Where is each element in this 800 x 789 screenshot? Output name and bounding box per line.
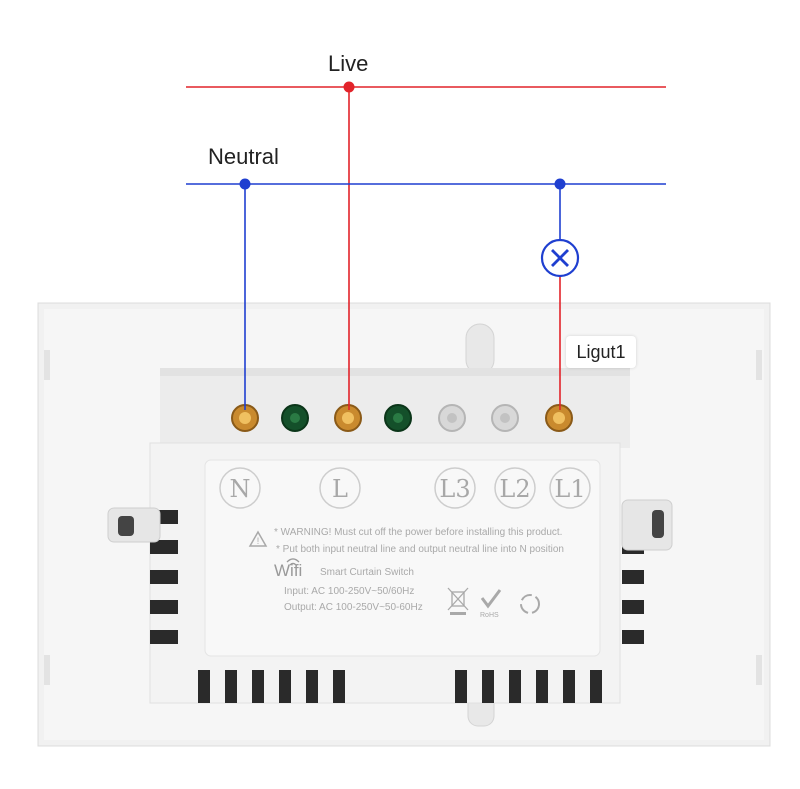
rohs-check-icon: RoHS bbox=[480, 589, 502, 619]
terminal-label-l: L bbox=[332, 475, 348, 503]
cooling-fins-left bbox=[150, 510, 178, 644]
wifi-icon bbox=[286, 558, 300, 566]
input-spec: Input: AC 100-250V~50/60Hz bbox=[284, 586, 414, 597]
warning-text: * WARNING! Must cut off the power before… bbox=[274, 527, 562, 538]
terminal-markings: N L L3 L2 L1 bbox=[219, 467, 591, 509]
mounting-slot-top bbox=[465, 323, 495, 375]
weee-bin-icon bbox=[447, 587, 469, 615]
terminal-label-l3: L3 bbox=[439, 475, 470, 503]
terminal-label-l1: L1 bbox=[554, 475, 585, 503]
screw-green-1 bbox=[281, 404, 309, 432]
terminal-label-l2: L2 bbox=[499, 475, 530, 503]
screw-empty-1 bbox=[438, 404, 466, 432]
neutral-label: Neutral bbox=[208, 144, 279, 169]
terminal-label-n: N bbox=[230, 475, 251, 503]
terminal-screws bbox=[231, 404, 573, 432]
product-label bbox=[204, 459, 601, 657]
screw-empty-2 bbox=[491, 404, 519, 432]
instruction-text: * Put both input neutral line and output… bbox=[276, 544, 564, 555]
live-label: Live bbox=[328, 51, 369, 76]
live-wire bbox=[186, 81, 666, 410]
bottom-vents bbox=[198, 670, 602, 703]
svg-text:!: ! bbox=[257, 536, 260, 546]
lamp-x-icon bbox=[540, 238, 580, 278]
neutral-junction-load bbox=[554, 178, 566, 190]
brand-text: Wifi bbox=[274, 561, 302, 580]
product-name: Smart Curtain Switch bbox=[320, 567, 414, 578]
screw-green-2 bbox=[384, 404, 412, 432]
clip-right bbox=[621, 499, 673, 551]
load-label: Ligut1 bbox=[566, 336, 636, 368]
live-junction bbox=[343, 81, 355, 93]
warning-triangle-icon: ! bbox=[248, 530, 268, 547]
screw-l1 bbox=[545, 404, 573, 432]
recycle-icon bbox=[520, 594, 540, 614]
neutral-junction-n bbox=[239, 178, 251, 190]
rohs-text: RoHS bbox=[480, 612, 499, 619]
neutral-wire bbox=[186, 178, 666, 410]
screw-l bbox=[334, 404, 362, 432]
output-spec: Output: AC 100-250V~50-60Hz bbox=[284, 602, 423, 613]
